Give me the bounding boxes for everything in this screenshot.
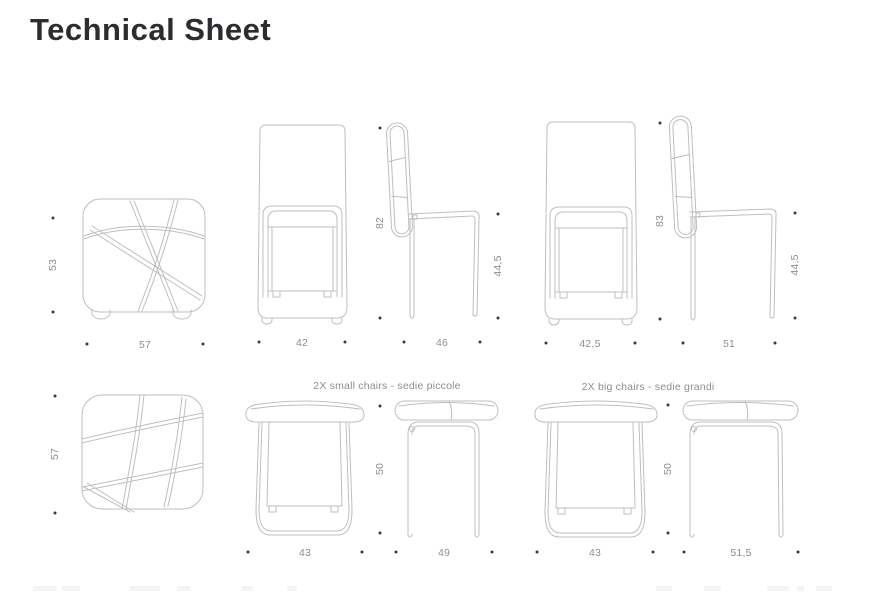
dim-big-chair-width: 42,5	[579, 338, 601, 350]
dimension-dot	[544, 341, 548, 345]
dimension-dot	[681, 341, 685, 345]
page-title: Technical Sheet	[30, 12, 272, 47]
dimension-dot	[478, 340, 482, 344]
dim-small-stool-width: 43	[298, 547, 312, 559]
dimension-dot	[666, 403, 670, 407]
dimension-dot	[53, 511, 57, 515]
dim-small-stool-height: 50	[374, 462, 386, 476]
small-stool-front-drawing	[242, 398, 368, 542]
dimension-dot	[793, 211, 797, 215]
dimension-dot	[85, 342, 89, 346]
big-chairs-group-label: 2X big chairs - sedie grandi	[581, 381, 715, 393]
dim-small-chair-seat-height: 44,5	[492, 255, 504, 277]
pouf-front-drawing	[78, 196, 210, 328]
dimension-dot	[658, 317, 662, 321]
dimension-dot	[535, 550, 539, 554]
dimension-dot	[496, 212, 500, 216]
dim-big-chair-depth: 51	[722, 338, 736, 350]
dimension-dot	[773, 341, 777, 345]
dim-big-chair-seat-height: 44,5	[789, 254, 801, 276]
dimension-dot	[633, 341, 637, 345]
small-chairs-group-label: 2X small chairs - sedie piccole	[313, 380, 461, 392]
dimension-dot	[394, 550, 398, 554]
dim-big-stool-width: 43	[588, 547, 602, 559]
big-chair-side-drawing	[666, 110, 784, 324]
dimension-dot	[343, 340, 347, 344]
small-stool-side-drawing	[391, 398, 503, 540]
small-chair-front-drawing	[254, 121, 350, 327]
dim-small-chair-height: 82	[374, 216, 386, 230]
dimension-dot	[658, 121, 662, 125]
dimension-dot	[246, 550, 250, 554]
dimension-dot	[666, 531, 670, 535]
dim-pouf-front-height: 53	[47, 258, 59, 272]
dim-big-chair-height: 83	[654, 214, 666, 228]
dimension-dot	[490, 550, 494, 554]
big-chair-front-drawing	[540, 118, 640, 327]
dimension-dot	[682, 550, 686, 554]
dim-pouf-front-width: 57	[138, 339, 152, 351]
big-stool-side-drawing	[679, 398, 801, 540]
dimension-dot	[51, 216, 55, 220]
pouf-top-drawing	[78, 391, 210, 521]
dimension-dot	[257, 340, 261, 344]
dimension-dot	[402, 340, 406, 344]
dimension-dot	[651, 550, 655, 554]
dimension-dot	[378, 126, 382, 130]
dim-big-stool-depth: 51,5	[730, 547, 752, 559]
dimension-dot	[378, 404, 382, 408]
dimension-dot	[793, 316, 797, 320]
dimension-dot	[360, 550, 364, 554]
dimension-dot	[378, 316, 382, 320]
dim-small-chair-depth: 46	[435, 337, 449, 349]
dimension-dot	[496, 316, 500, 320]
dim-small-chair-width: 42	[295, 337, 309, 349]
dim-big-stool-height: 50	[662, 462, 674, 476]
dim-small-stool-depth: 49	[437, 547, 451, 559]
small-chair-side-drawing	[383, 116, 495, 324]
dim-pouf-top-width: 57	[49, 447, 61, 461]
dimension-dot	[51, 310, 55, 314]
dimension-dot	[201, 342, 205, 346]
dimension-dot	[796, 550, 800, 554]
big-stool-front-drawing	[531, 398, 661, 544]
dimension-dot	[53, 394, 57, 398]
dimension-dot	[378, 531, 382, 535]
